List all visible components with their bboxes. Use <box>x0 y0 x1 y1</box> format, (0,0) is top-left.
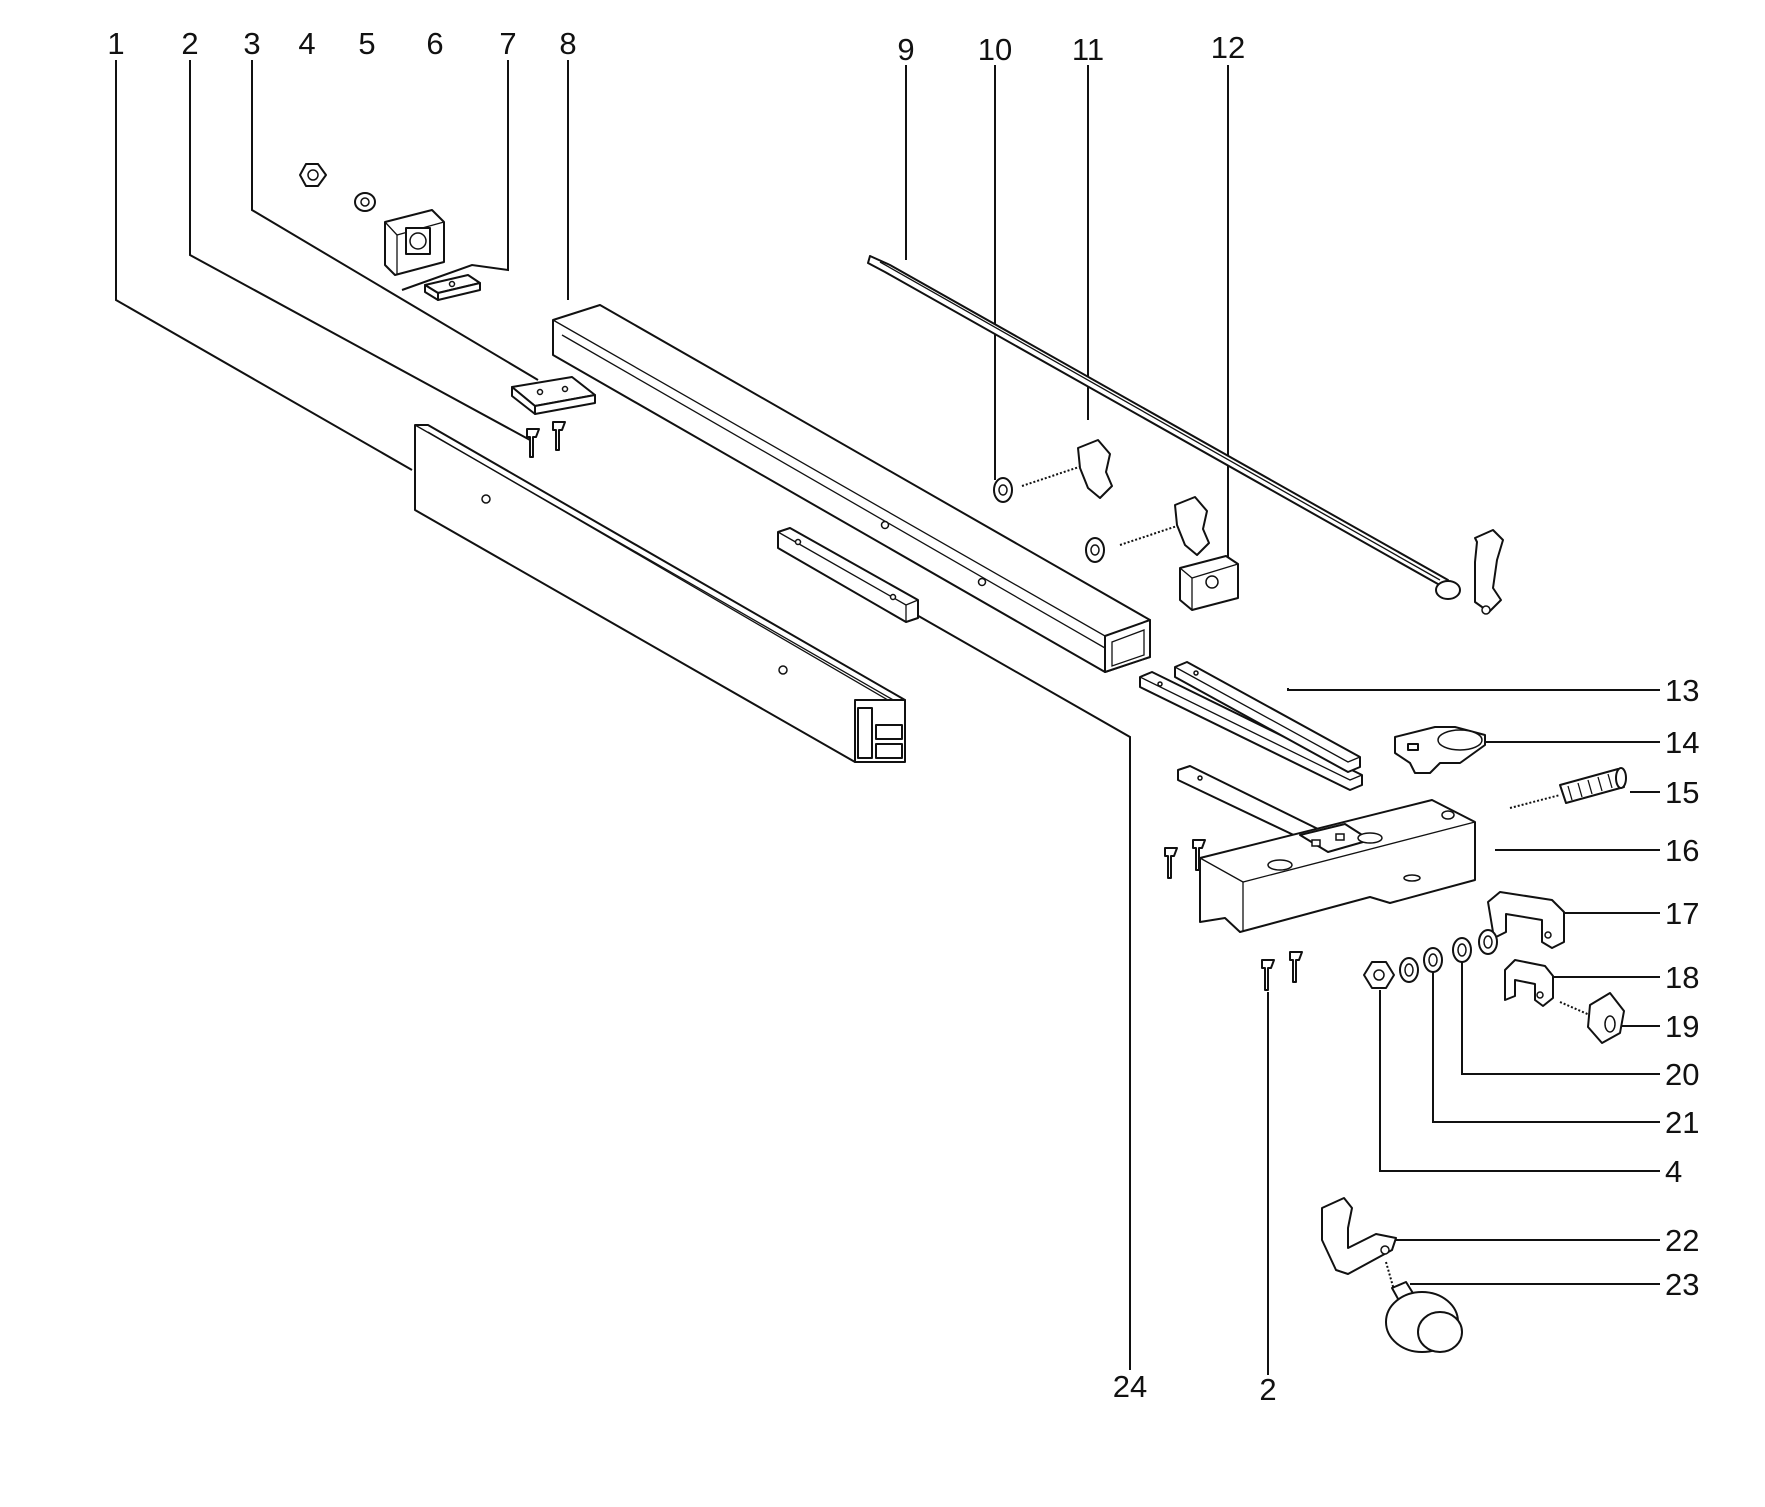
wing-knob <box>1559 992 1625 1044</box>
u-clamp <box>1487 891 1565 949</box>
callout-16: 16 <box>1665 833 1699 868</box>
callout-1: 1 <box>107 26 124 61</box>
washer-set <box>1399 929 1498 983</box>
pointer-clip <box>1394 726 1486 774</box>
leader-lines <box>115 60 1660 1375</box>
callout-9: 9 <box>897 32 914 67</box>
callout-22: 22 <box>1665 1223 1699 1258</box>
adjustment-knob <box>1509 767 1627 809</box>
callout-labels: 1 2 3 4 5 6 7 8 9 10 11 12 13 14 15 16 1… <box>107 26 1699 1407</box>
callout-19: 19 <box>1665 1009 1699 1044</box>
callout-3: 3 <box>243 26 260 61</box>
round-knob <box>1385 1261 1463 1353</box>
fence-bracket <box>384 209 445 276</box>
callout-15: 15 <box>1665 775 1699 810</box>
screw-pair-mid <box>1164 839 1206 879</box>
callout-4-top: 4 <box>298 26 315 61</box>
small-clamp <box>1504 959 1554 1007</box>
callout-23: 23 <box>1665 1267 1699 1302</box>
extrusion-rail <box>414 424 906 763</box>
callout-24: 24 <box>1113 1369 1147 1404</box>
star-knob-upper <box>1021 439 1113 499</box>
callout-17: 17 <box>1665 896 1699 931</box>
screw-pair-upper <box>526 421 566 458</box>
callout-14: 14 <box>1665 725 1699 760</box>
callout-2-top: 2 <box>181 26 198 61</box>
fence-head <box>1177 765 1476 933</box>
hex-nut-lower <box>1363 961 1395 989</box>
callout-2-bottom: 2 <box>1259 1372 1276 1407</box>
angle-bracket <box>1321 1197 1397 1275</box>
end-cap <box>1179 555 1239 611</box>
clamp-plate <box>511 376 596 415</box>
star-knob-lower <box>1119 496 1210 556</box>
hex-nut-upper <box>299 163 327 187</box>
callout-11: 11 <box>1072 32 1104 67</box>
screw-pair-lower <box>1261 951 1303 991</box>
callout-7: 7 <box>499 26 516 61</box>
callout-10: 10 <box>978 32 1012 67</box>
washer-pair <box>993 477 1105 563</box>
callout-18: 18 <box>1665 960 1699 995</box>
callout-13: 13 <box>1665 673 1699 708</box>
callout-4-bottom: 4 <box>1665 1154 1682 1189</box>
callout-12: 12 <box>1211 30 1245 65</box>
callout-21: 21 <box>1665 1105 1699 1140</box>
slide-block <box>424 274 481 301</box>
guide-strips <box>1139 661 1363 791</box>
callout-5: 5 <box>358 26 375 61</box>
square-tube <box>552 304 1151 673</box>
lock-rod <box>867 255 1504 615</box>
callout-20: 20 <box>1665 1057 1699 1092</box>
washer-upper <box>354 192 376 212</box>
callout-6: 6 <box>426 26 443 61</box>
callout-8: 8 <box>559 26 576 61</box>
wear-strip <box>777 527 919 623</box>
